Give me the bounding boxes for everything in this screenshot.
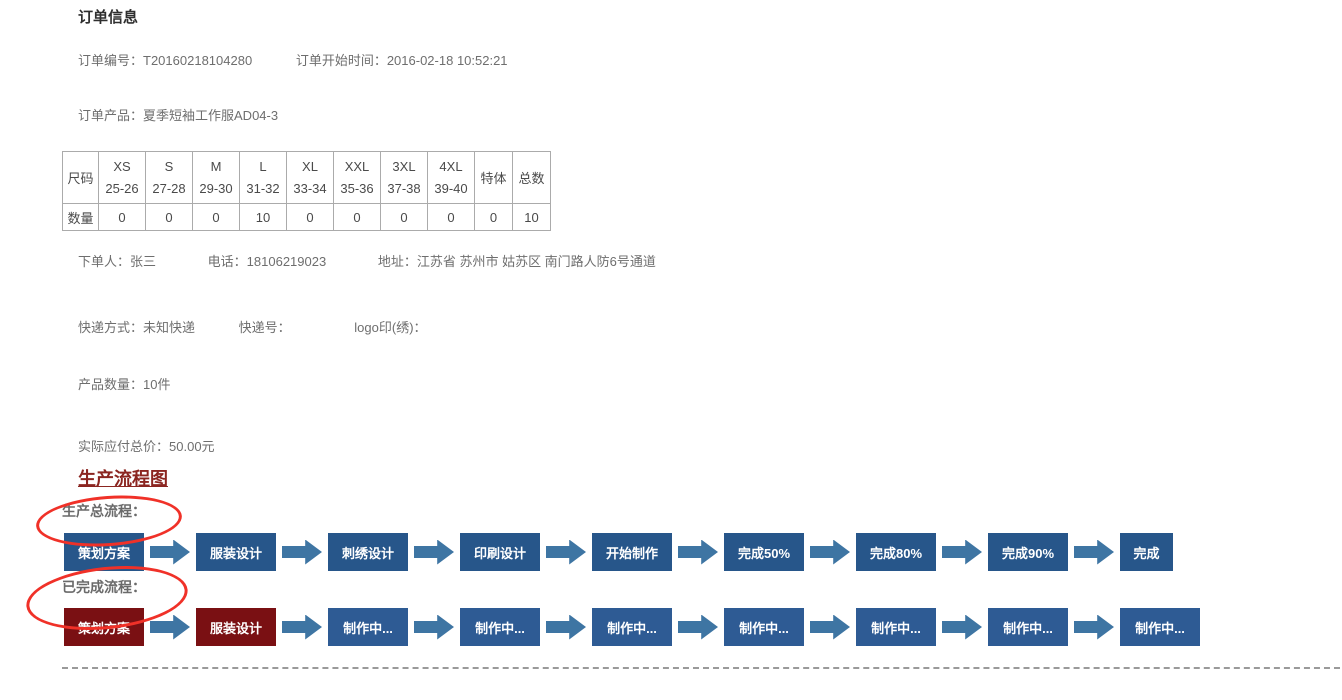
arrow-right-icon: [414, 614, 454, 640]
done-flow-row: 策划方案 服装设计 制作中... 制作中... 制作中... 制作中... 制作…: [64, 608, 1200, 646]
flow-step: 制作中...: [988, 608, 1068, 646]
total-price-line: 实际应付总价：50.00元: [78, 439, 215, 454]
total-flow-label: 生产总流程：: [62, 503, 146, 519]
flow-step: 制作中...: [592, 608, 672, 646]
size-col: 特体: [474, 151, 513, 204]
qty-cell: 0: [427, 203, 475, 231]
flow-step: 制作中...: [328, 608, 408, 646]
arrow-right-icon: [942, 539, 982, 565]
done-flow-label: 已完成流程：: [62, 579, 146, 595]
arrow-right-icon: [282, 539, 322, 565]
qty-cell: 0: [98, 203, 146, 231]
order-start-time-label: 订单开始时间：: [295, 53, 387, 68]
flow-step: 制作中...: [460, 608, 540, 646]
page-title: 订单信息: [78, 9, 139, 26]
arrow-right-icon: [678, 614, 718, 640]
size-col-total: 总数: [512, 151, 551, 204]
qty-cell: 10: [239, 203, 287, 231]
qty-cell: 0: [474, 203, 513, 231]
buyer-address: 地址：江苏省 苏州市 姑苏区 南门路人防6号通道: [377, 254, 656, 269]
arrow-right-icon: [1074, 539, 1114, 565]
qty-cell: 0: [333, 203, 381, 231]
flow-step-completed: 服装设计: [196, 608, 276, 646]
flow-step: 完成90%: [988, 533, 1068, 571]
order-number-value: T20160218104280: [143, 53, 253, 68]
buyer-phone: 电话：18106219023: [207, 254, 327, 269]
order-product-line: 订单产品：夏季短袖工作服AD04-3: [78, 105, 278, 124]
size-header-cell: 尺码: [62, 151, 99, 204]
shipping-method: 快递方式：未知快递: [78, 320, 196, 335]
flow-step: 制作中...: [856, 608, 936, 646]
total-price-value: 50.00元: [169, 439, 215, 454]
product-quantity-line: 产品数量：10件: [78, 377, 171, 392]
order-product-value: 夏季短袖工作服AD04-3: [143, 108, 279, 123]
order-meta-line: 订单编号：T20160218104280 订单开始时间：2016-02-18 1…: [78, 50, 508, 69]
flow-step: 策划方案: [64, 533, 144, 571]
product-quantity-value: 10件: [143, 377, 171, 392]
order-start-time: 订单开始时间：2016-02-18 10:52:21: [296, 50, 508, 69]
flow-step: 服装设计: [196, 533, 276, 571]
size-table-qty-row: 数量 0 0 0 10 0 0 0 0 0 10: [62, 203, 551, 231]
flow-step-completed: 策划方案: [64, 608, 144, 646]
arrow-right-icon: [546, 614, 586, 640]
flow-step: 完成50%: [724, 533, 804, 571]
order-start-time-value: 2016-02-18 10:52:21: [386, 53, 508, 68]
flow-step: 开始制作: [592, 533, 672, 571]
arrow-right-icon: [414, 539, 454, 565]
qty-header-cell: 数量: [62, 203, 99, 231]
flow-step: 制作中...: [724, 608, 804, 646]
dashed-separator: [62, 667, 1340, 669]
arrow-right-icon: [150, 614, 190, 640]
shipping-line: 快递方式：未知快递 快递号： logo印(绣)：: [78, 317, 427, 336]
total-flow-row: 策划方案 服装设计 刺绣设计 印刷设计 开始制作 完成50% 完成80% 完成9…: [64, 533, 1173, 571]
flow-step: 制作中...: [1120, 608, 1200, 646]
flow-chart-heading: 生产流程图: [78, 469, 168, 489]
order-product-label: 订单产品：: [78, 108, 144, 123]
qty-cell: 0: [286, 203, 334, 231]
qty-cell: 0: [380, 203, 428, 231]
arrow-right-icon: [810, 614, 850, 640]
arrow-right-icon: [678, 539, 718, 565]
qty-cell: 0: [192, 203, 240, 231]
flow-step: 印刷设计: [460, 533, 540, 571]
logo-print: logo印(绣)：: [354, 320, 427, 335]
arrow-right-icon: [546, 539, 586, 565]
buyer-name: 下单人：张三: [78, 254, 157, 269]
qty-cell-total: 10: [512, 203, 551, 231]
order-number: 订单编号：T20160218104280: [78, 50, 252, 69]
flow-step: 刺绣设计: [328, 533, 408, 571]
order-number-label: 订单编号：: [78, 53, 144, 68]
arrow-right-icon: [1074, 614, 1114, 640]
flow-step: 完成: [1120, 533, 1173, 571]
tracking-number: 快递号：: [238, 320, 291, 335]
buyer-line: 下单人：张三 电话：18106219023 地址：江苏省 苏州市 姑苏区 南门路…: [78, 251, 656, 270]
flow-step: 完成80%: [856, 533, 936, 571]
arrow-right-icon: [810, 539, 850, 565]
arrow-right-icon: [942, 614, 982, 640]
qty-cell: 0: [145, 203, 193, 231]
arrow-right-icon: [150, 539, 190, 565]
arrow-right-icon: [282, 614, 322, 640]
